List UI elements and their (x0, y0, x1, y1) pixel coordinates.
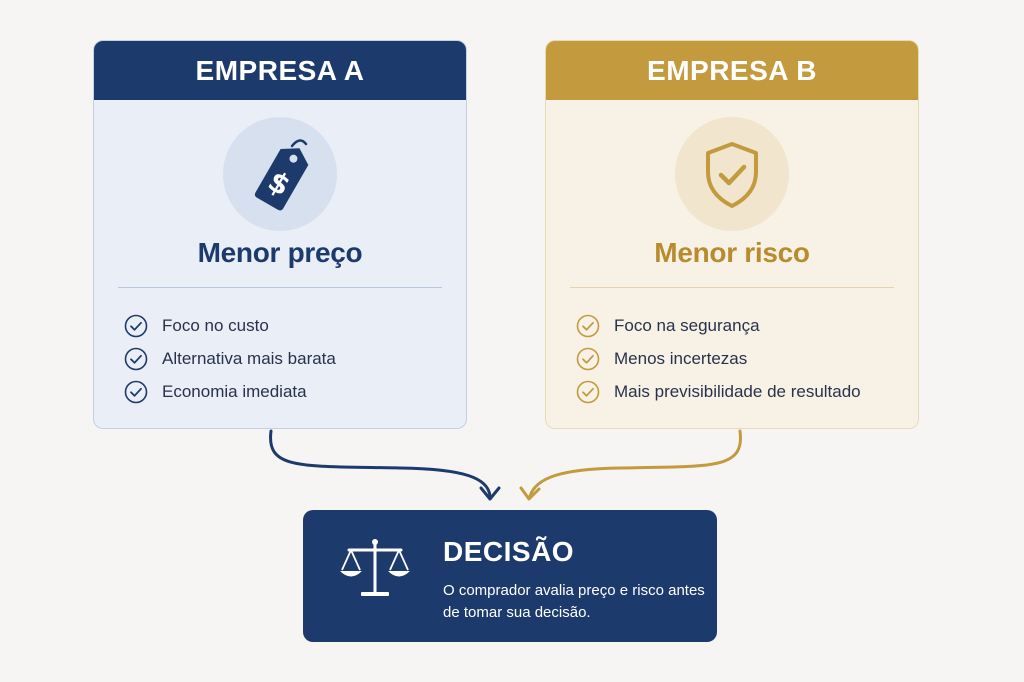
check-circle-icon (576, 380, 600, 403)
list-item: Mais previsibilidade de resultado (576, 375, 908, 408)
check-circle-icon (124, 314, 148, 337)
company-a-subtitle: Menor preço (197, 237, 363, 268)
decision-title: DECISÃO (443, 536, 575, 567)
list-item: Menos incertezas (576, 342, 908, 375)
company-b-divider (570, 287, 894, 288)
company-b-subtitle: Menor risco (654, 237, 810, 268)
feature-label: Economia imediata (162, 381, 307, 401)
company-b-feature-list: Foco na segurança Menos incertezas Mais … (576, 309, 908, 408)
check-circle-icon (124, 347, 148, 370)
feature-label: Foco na segurança (614, 315, 760, 335)
company-a-divider (118, 287, 442, 288)
arrow-b-head (519, 486, 541, 501)
company-b-card: EMPRESA B Menor risco Foco na segurança … (545, 40, 919, 429)
company-a-title: EMPRESA A (195, 54, 365, 86)
company-b-title: EMPRESA B (647, 54, 817, 86)
check-circle-icon (124, 380, 148, 403)
company-a-feature-list: Foco no custo Alternativa mais barata Ec… (124, 309, 456, 408)
list-item: Foco na segurança (576, 309, 908, 342)
decision-box: DECISÃO O comprador avalia preço e risco… (303, 510, 717, 642)
check-circle-icon (576, 347, 600, 370)
check-circle-icon (576, 314, 600, 337)
list-item: Economia imediata (124, 375, 456, 408)
list-item: Foco no custo (124, 309, 456, 342)
feature-label: Menos incertezas (614, 348, 748, 368)
feature-label: Foco no custo (162, 315, 269, 335)
company-b-icon-circle (675, 117, 789, 231)
arrow-a-to-decision (269, 429, 492, 498)
arrow-a-head (479, 486, 501, 501)
balance-scale-icon (340, 539, 410, 596)
arrow-b-to-decision (528, 429, 742, 498)
price-tag-dollar-icon: $ (254, 139, 309, 211)
feature-label: Alternativa mais barata (162, 348, 336, 368)
company-a-icon-circle: $ (223, 117, 337, 231)
company-b-header: EMPRESA B (546, 41, 918, 100)
company-a-card: EMPRESA A $ Menor preço Foco no custo Al… (93, 40, 467, 429)
feature-label: Mais previsibilidade de resultado (614, 381, 861, 401)
decision-description: O comprador avalia preço e risco antes d… (443, 582, 705, 621)
shield-check-icon (706, 142, 758, 208)
list-item: Alternativa mais barata (124, 342, 456, 375)
company-a-header: EMPRESA A (94, 41, 466, 100)
